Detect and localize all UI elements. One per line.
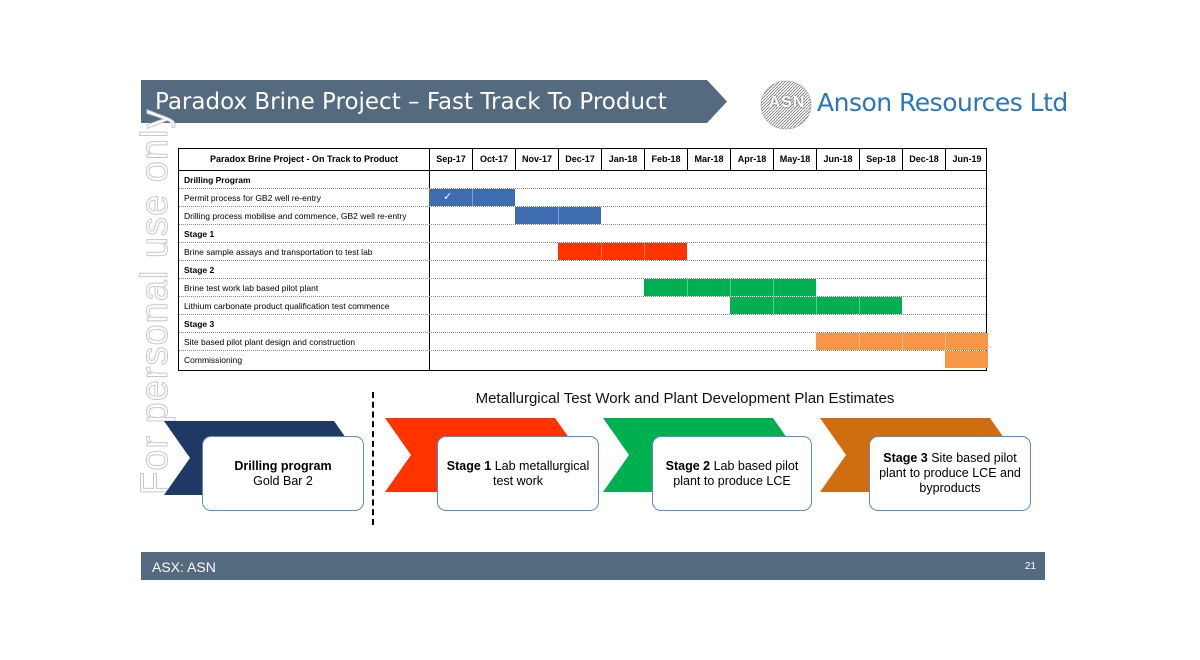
gantt-bar — [816, 333, 988, 350]
gantt-task-label: Drilling process mobilise and commence, … — [184, 211, 407, 221]
gantt-bar-divider — [730, 279, 731, 296]
stage1-text: Stage 1 Lab metallurgical test work — [446, 459, 590, 489]
logo-mark-text: ASN — [768, 94, 806, 111]
stage2-box: Stage 2 Lab based pilot plant to produce… — [652, 436, 812, 511]
gantt-bar-divider — [945, 333, 946, 350]
gantt-task-label: Lithium carbonate product qualification … — [184, 301, 390, 311]
title-banner-shape — [141, 80, 727, 123]
gantt-bar-divider — [472, 189, 473, 206]
gantt-month-header: Jan-18 — [601, 149, 644, 170]
stage3-bold: Stage 3 — [883, 451, 928, 465]
gantt-task-label: Brine sample assays and transportation t… — [184, 247, 373, 257]
gantt-header-row: Paradox Brine Project - On Track to Prod… — [179, 149, 986, 171]
gantt-title-cell: Paradox Brine Project - On Track to Prod… — [209, 154, 399, 164]
stage2-bold: Stage 2 — [665, 458, 711, 473]
gantt-month-header: Sep-18 — [859, 149, 902, 170]
label-column-divider — [429, 171, 430, 370]
section-divider — [372, 392, 374, 525]
stage2-text: Stage 2 Lab based pilot plant to produce… — [661, 459, 803, 489]
gantt-bar — [945, 351, 988, 368]
stage2-desc: Lab based pilot plant to produce LCE — [673, 458, 799, 488]
gantt-bar-divider — [644, 243, 645, 260]
gantt-task-row: Commissioning — [179, 351, 988, 369]
gantt-task-label: Brine test work lab based pilot plant — [184, 283, 319, 293]
gantt-section-row: Stage 2 — [179, 261, 986, 279]
gantt-month-header: Apr-18 — [730, 149, 773, 170]
drilling-program-text: Drilling program Gold Bar 2 — [234, 459, 331, 489]
gantt-bar-divider — [816, 297, 817, 314]
gantt-bar-divider — [558, 207, 559, 224]
gantt-month-header: Dec-18 — [902, 149, 945, 170]
gantt-task-label: Permit process for GB2 well re-entry — [184, 193, 321, 203]
checkmark-icon: ✓ — [443, 191, 453, 203]
footer-ticker: ASX: ASN — [152, 559, 216, 575]
company-logo: ASN Anson Resources Ltd — [760, 80, 1068, 130]
gantt-bar-divider — [601, 243, 602, 260]
page-number: 21 — [1024, 561, 1036, 572]
gantt-task-row: Brine sample assays and transportation t… — [179, 243, 986, 261]
gantt-month-header: Jun-18 — [816, 149, 859, 170]
footer-bar: ASX: ASN 21 — [141, 552, 1045, 580]
gantt-section-row: Stage 1 — [179, 225, 986, 243]
gantt-section-label: Stage 1 — [184, 229, 215, 239]
stage3-desc: Site based pilot plant to produce LCE an… — [879, 451, 1021, 495]
gantt-bar-divider — [859, 297, 860, 314]
gantt-bar — [644, 279, 816, 296]
gantt-task-row: Brine test work lab based pilot plant — [179, 279, 986, 297]
gantt-section-row: Drilling Program — [179, 171, 986, 189]
gantt-section-label: Stage 3 — [184, 319, 215, 329]
gantt-task-label: Site based pilot plant design and constr… — [184, 337, 356, 347]
gantt-bar-divider — [773, 279, 774, 296]
gantt-bar-divider — [902, 333, 903, 350]
gantt-month-header: Dec-17 — [558, 149, 601, 170]
stage3-box: Stage 3 Site based pilot plant to produc… — [869, 436, 1031, 511]
gantt-month-header: May-18 — [773, 149, 816, 170]
gantt-month-header: Nov-17 — [515, 149, 558, 170]
gantt-section-row: Stage 3 — [179, 315, 986, 333]
drilling-program-box: Drilling program Gold Bar 2 — [202, 436, 364, 511]
gantt-bar-divider — [859, 333, 860, 350]
gantt-month-header: Mar-18 — [687, 149, 730, 170]
company-name: Anson Resources Ltd — [817, 88, 1068, 117]
gantt-bar — [558, 243, 687, 260]
gantt-month-header: Sep-17 — [429, 149, 472, 170]
gantt-bar — [515, 207, 601, 224]
gantt-bar-divider — [687, 279, 688, 296]
logo-mark-icon — [760, 80, 812, 130]
gantt-section-label: Drilling Program — [184, 175, 251, 185]
gantt-month-header: Jun-19 — [945, 149, 988, 170]
stage1-desc: Lab metallurgical test work — [491, 458, 590, 488]
gantt-task-label: Commissioning — [184, 355, 243, 365]
stage3-text: Stage 3 Site based pilot plant to produc… — [878, 451, 1022, 496]
stage1-bold: Stage 1 — [446, 458, 492, 473]
gantt-task-row: Lithium carbonate product qualification … — [179, 297, 986, 315]
stages-heading: Metallurgical Test Work and Plant Develo… — [475, 390, 895, 407]
gantt-bar — [730, 297, 902, 314]
gantt-task-row: Permit process for GB2 well re-entry ✓ — [179, 189, 986, 207]
gantt-bar: ✓ — [429, 189, 515, 206]
stage1-box: Stage 1 Lab metallurgical test work — [437, 436, 599, 511]
gantt-task-row: Drilling process mobilise and commence, … — [179, 207, 986, 225]
gantt-table: Paradox Brine Project - On Track to Prod… — [178, 148, 988, 371]
drilling-program-sub: Gold Bar 2 — [253, 473, 313, 488]
gantt-section-label: Stage 2 — [184, 265, 215, 275]
gantt-month-header: Feb-18 — [644, 149, 687, 170]
gantt-month-header: Oct-17 — [472, 149, 515, 170]
drilling-program-bold: Drilling program — [234, 458, 332, 473]
gantt-bar-divider — [773, 297, 774, 314]
slide-title: Paradox Brine Project – Fast Track To Pr… — [155, 89, 667, 115]
title-banner: Paradox Brine Project – Fast Track To Pr… — [141, 80, 727, 123]
gantt-task-row: Site based pilot plant design and constr… — [179, 333, 988, 351]
